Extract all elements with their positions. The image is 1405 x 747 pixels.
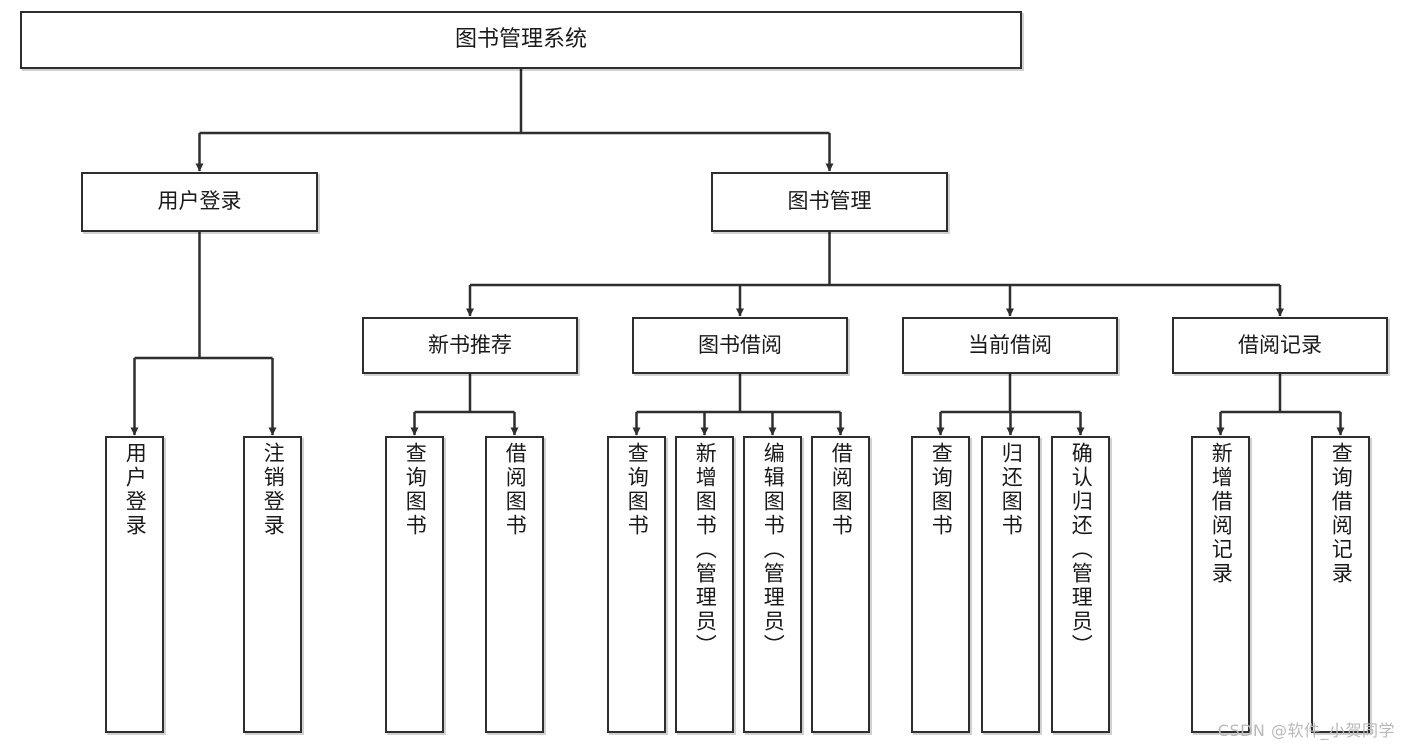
leaf-edit-book-admin[interactable]: 编辑图书（管理员） [743, 436, 802, 733]
node-label: 新增借阅记录 [1209, 442, 1234, 586]
node-root-book-management-system[interactable]: 图书管理系统 [20, 11, 1022, 69]
node-label: 图书借阅 [698, 332, 782, 357]
leaf-query-book-borrow[interactable]: 查询图书 [607, 436, 666, 733]
node-label: 新书推荐 [428, 332, 512, 357]
leaf-user-login[interactable]: 用户登录 [105, 436, 164, 733]
leaf-add-borrow-record[interactable]: 新增借阅记录 [1191, 436, 1250, 733]
node-label: 当前借阅 [968, 332, 1052, 357]
node-label: 查询图书 [625, 442, 650, 538]
node-label: 归还图书 [999, 442, 1024, 538]
node-label: 查询借阅记录 [1329, 442, 1354, 586]
node-label: 注销登录 [261, 442, 286, 538]
node-label: 用户登录 [123, 442, 148, 538]
leaf-confirm-return-admin[interactable]: 确认归还（管理员） [1051, 436, 1110, 733]
node-user-login[interactable]: 用户登录 [81, 172, 318, 232]
node-label: 查询图书 [929, 442, 954, 538]
watermark: CSDN @软件_小贺同学 [1217, 721, 1395, 740]
node-label: 借阅图书 [829, 442, 854, 538]
node-new-book-recommend[interactable]: 新书推荐 [362, 317, 578, 374]
leaf-borrow-book-recommend[interactable]: 借阅图书 [485, 436, 544, 733]
node-label: 借阅图书 [503, 442, 528, 538]
node-label: 借阅记录 [1238, 332, 1322, 357]
node-label: 编辑图书（管理员） [761, 442, 786, 658]
node-borrow-record[interactable]: 借阅记录 [1172, 317, 1388, 374]
node-book-management[interactable]: 图书管理 [711, 172, 948, 232]
leaf-query-book-recommend[interactable]: 查询图书 [385, 436, 444, 733]
node-label: 图书管理 [787, 189, 872, 214]
leaf-query-book-current[interactable]: 查询图书 [911, 436, 970, 733]
node-book-borrow[interactable]: 图书借阅 [632, 317, 848, 374]
node-label: 图书管理系统 [454, 26, 587, 52]
node-current-borrow[interactable]: 当前借阅 [902, 317, 1118, 374]
node-label: 确认归还（管理员） [1069, 442, 1094, 658]
node-label: 新增图书（管理员） [693, 442, 718, 658]
node-label: 用户登录 [157, 189, 242, 214]
leaf-borrow-book[interactable]: 借阅图书 [811, 436, 870, 733]
node-label: 查询图书 [403, 442, 428, 538]
leaf-user-logout[interactable]: 注销登录 [243, 436, 302, 733]
leaf-add-book-admin[interactable]: 新增图书（管理员） [675, 436, 734, 733]
leaf-query-borrow-record[interactable]: 查询借阅记录 [1311, 436, 1370, 733]
leaf-return-book[interactable]: 归还图书 [981, 436, 1040, 733]
